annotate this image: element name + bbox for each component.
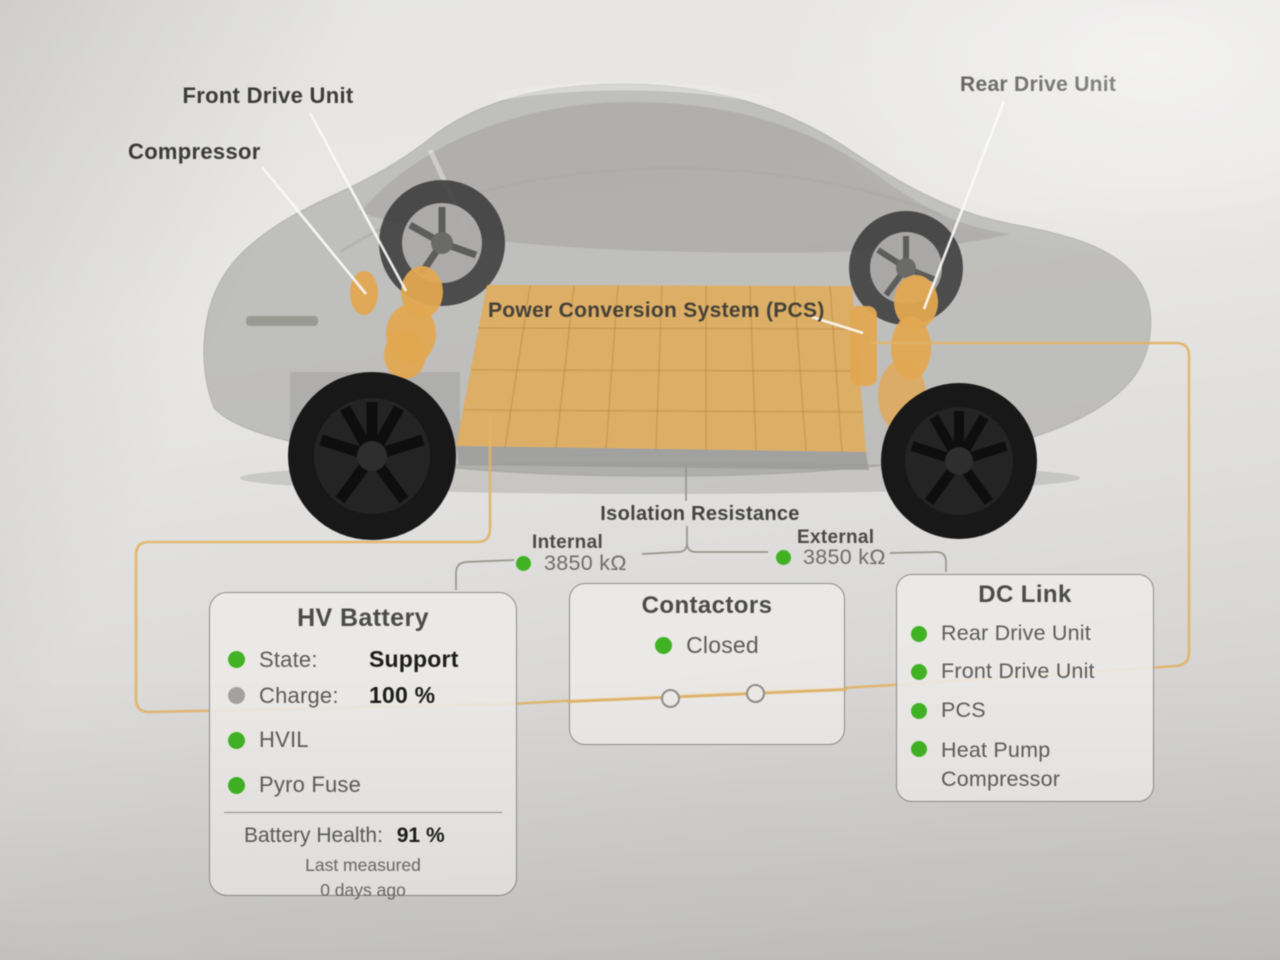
- dc-link-panel-title: DC Link: [978, 581, 1072, 608]
- isolation-internal-label: Internal: [532, 532, 604, 553]
- hv-battery-pack: [456, 285, 869, 470]
- contactor-circle-1: [661, 689, 680, 708]
- dc-link-item-rear-drive-unit: Rear Drive Unit: [911, 621, 1153, 646]
- charge-label: Charge:: [259, 682, 339, 708]
- battery-health-row: Battery Health: 91 %: [210, 824, 516, 848]
- hv-battery-panel: HV Battery State: Support Charge: 100 % …: [209, 592, 517, 900]
- charge-value: 100 %: [369, 682, 436, 708]
- isolation-internal-value: 3850 kΩ: [544, 551, 627, 575]
- pyro-fuse-label: Pyro Fuse: [259, 772, 362, 797]
- isolation-external-label: External: [797, 527, 875, 548]
- charge-status-dot: [228, 687, 245, 704]
- dc-link-panel: DC Link Rear Drive Unit Front Drive Unit…: [896, 574, 1154, 802]
- hv-battery-panel-title: HV Battery: [297, 604, 429, 632]
- dc-link-item-heat-pump-compressor: Heat Pump Compressor: [911, 736, 1153, 794]
- battery-health-label: Battery Health:: [244, 824, 383, 847]
- last-measured-line2: 0 days ago: [320, 879, 406, 900]
- contactors-status-label: Closed: [686, 632, 759, 658]
- front-drive-unit-status-dot: [911, 663, 927, 680]
- state-value: Support: [369, 646, 459, 672]
- last-measured-line1: Last measured: [305, 855, 421, 875]
- rear-drive-unit-label: Rear Drive Unit: [960, 73, 1117, 96]
- dc-link-item-label: Heat Pump Compressor: [941, 738, 1061, 792]
- pcs-component: [850, 306, 877, 386]
- state-status-dot: [228, 651, 245, 668]
- hv-battery-charge-row: Charge: 100 %: [228, 682, 516, 709]
- dc-link-item-label: PCS: [941, 698, 986, 722]
- contactors-panel-title: Contactors: [641, 592, 773, 619]
- dc-link-item-label: Rear Drive Unit: [941, 621, 1091, 645]
- pcs-label: Power Conversion System (PCS): [488, 299, 825, 322]
- hv-battery-hvil-row: HVIL: [228, 727, 516, 753]
- contactors-panel: Contactors Closed: [567, 583, 847, 745]
- dc-link-item-label: Front Drive Unit: [941, 659, 1095, 683]
- dc-link-item-front-drive-unit: Front Drive Unit: [911, 659, 1153, 684]
- leader-lines: [260, 100, 1006, 335]
- front-drive-unit-component: [384, 266, 443, 379]
- state-label: State:: [259, 646, 318, 672]
- pyro-fuse-status-dot: [228, 776, 245, 794]
- front-drive-unit-label: Front Drive Unit: [182, 83, 354, 108]
- isolation-internal-status-dot: [516, 556, 531, 571]
- rear-drive-unit-status-dot: [911, 625, 927, 642]
- isolation-external-value: 3850 kΩ: [803, 545, 886, 569]
- contactor-circle-2: [746, 684, 765, 703]
- contactors-status-row: Closed: [570, 632, 844, 659]
- near-rear-wheel-icon: [881, 383, 1037, 539]
- contactors-status-dot: [655, 637, 673, 654]
- hv-battery-state-row: State: Support: [228, 646, 516, 673]
- near-front-wheel-icon: [288, 372, 456, 540]
- hv-wire-loop: [134, 341, 1191, 714]
- hvil-label: HVIL: [259, 727, 309, 752]
- hvil-status-dot: [228, 731, 245, 749]
- hv-battery-pyro-fuse-row: Pyro Fuse: [228, 772, 516, 798]
- compressor-label: Compressor: [128, 139, 261, 164]
- battery-health-value: 91 %: [396, 824, 445, 847]
- isolation-external-status-dot: [776, 550, 791, 565]
- isolation-resistance-title: Isolation Resistance: [600, 503, 800, 525]
- rear-drive-unit-component: [878, 275, 938, 432]
- heat-pump-compressor-status-dot: [911, 741, 927, 757]
- dc-link-item-pcs: PCS: [911, 698, 1153, 723]
- contactor-wire-line: [567, 687, 847, 703]
- pcs-status-dot: [911, 702, 927, 719]
- panel-divider: [224, 812, 502, 813]
- connector-lines: [455, 464, 947, 590]
